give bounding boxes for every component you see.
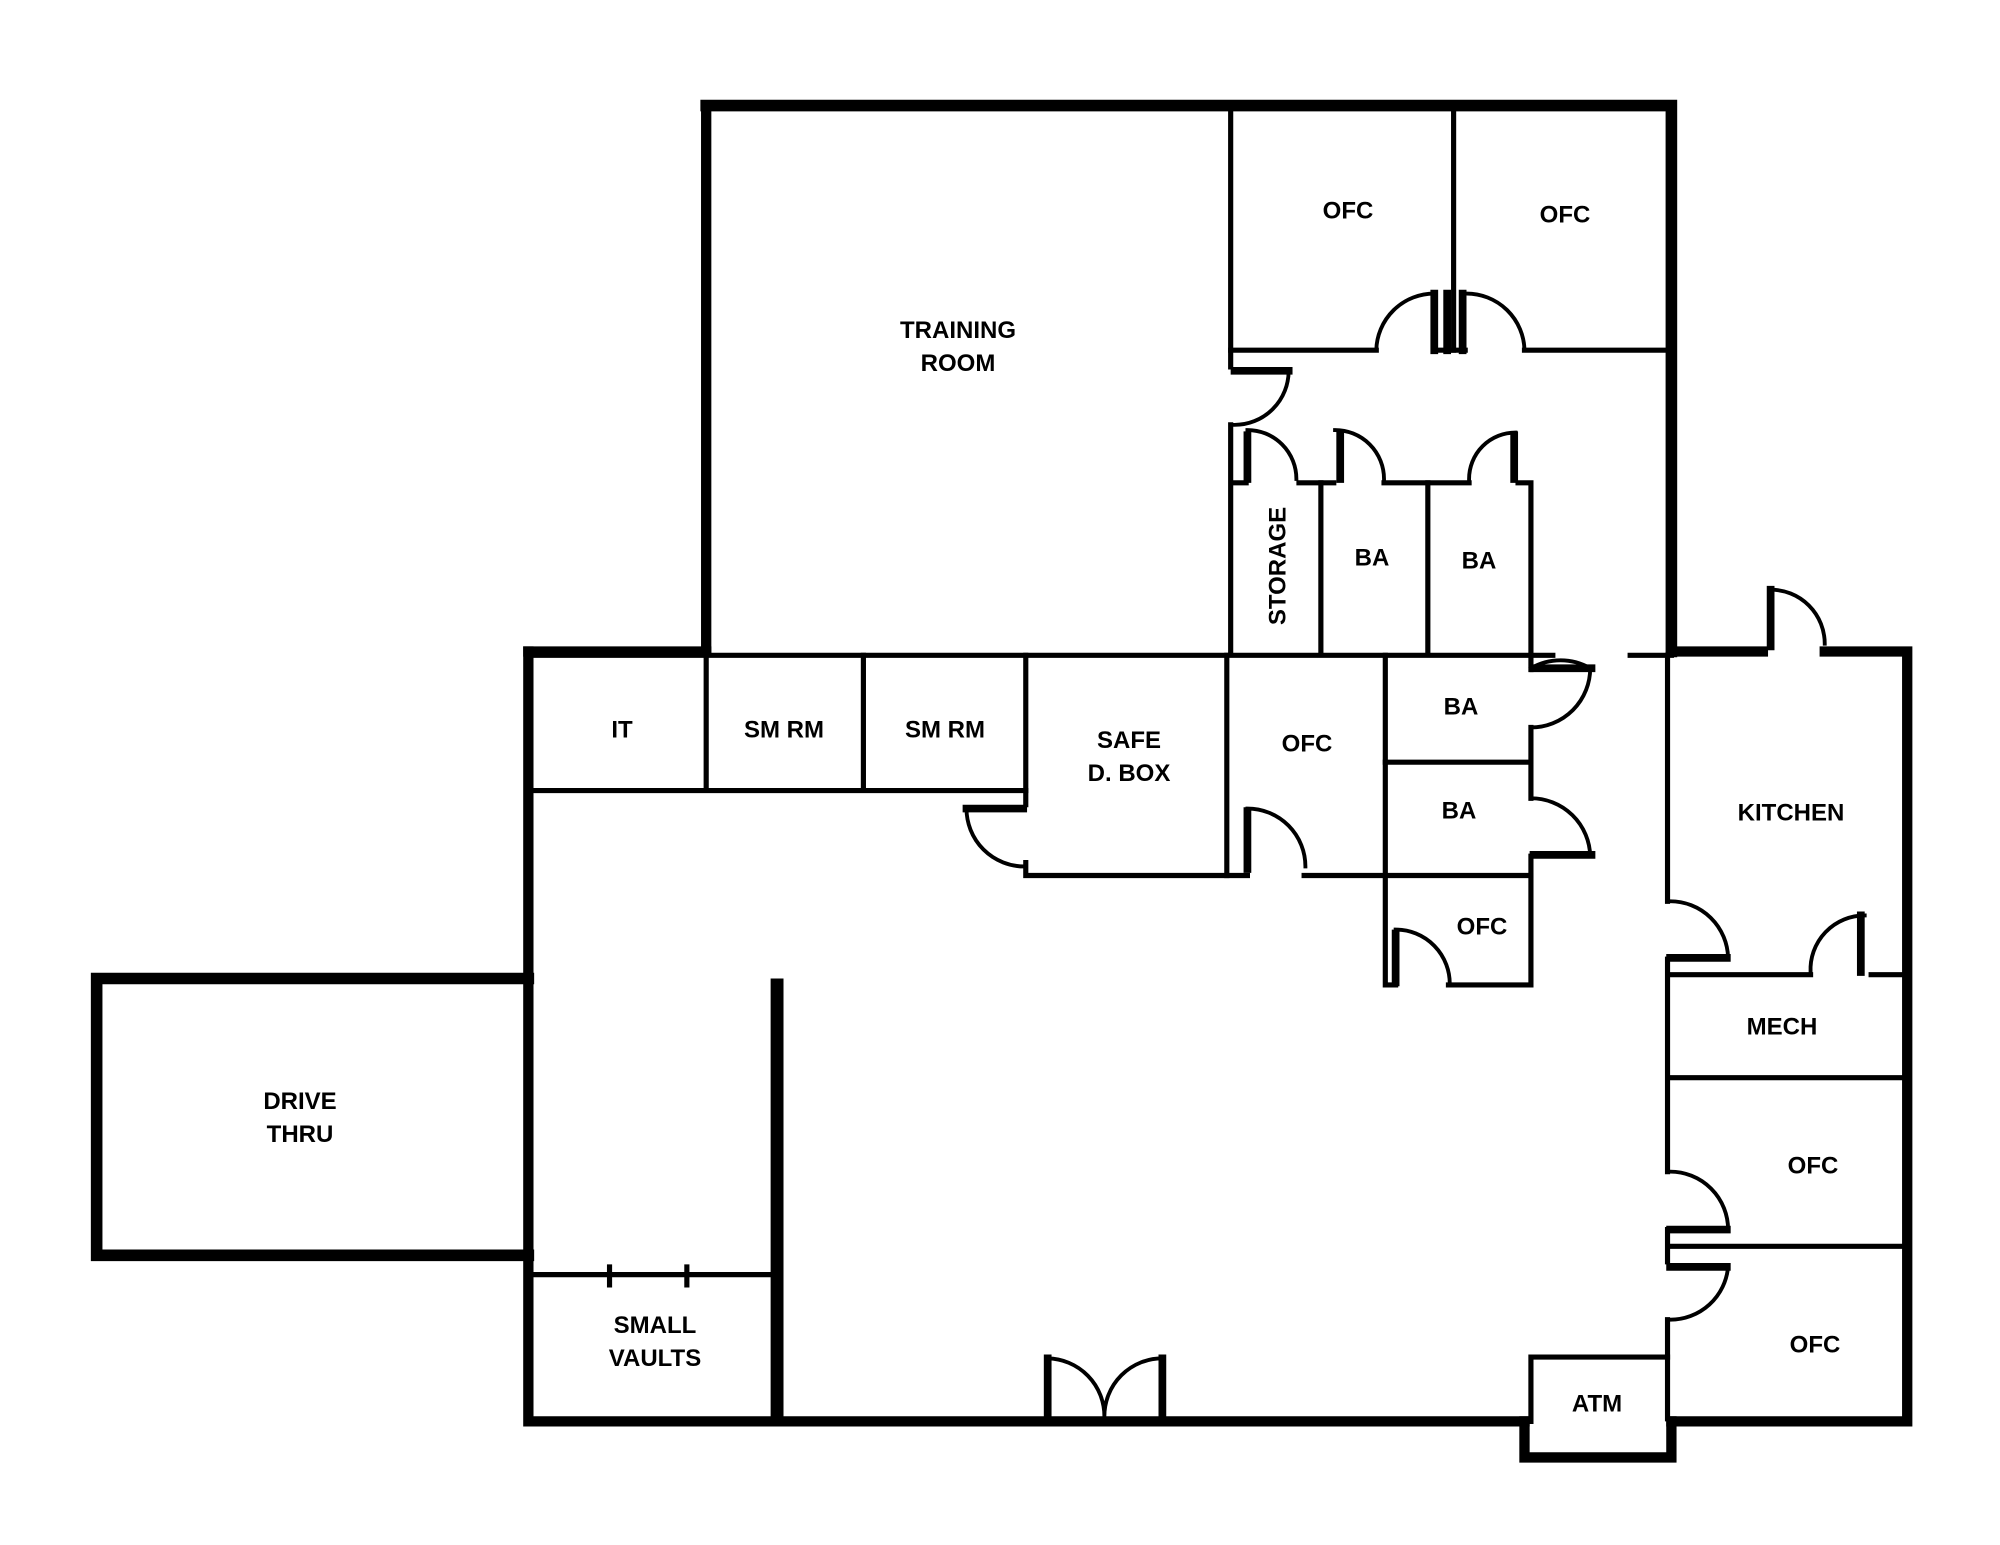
room-label-office: OFC: [1539, 201, 1591, 229]
room-label-office: OFC: [1281, 730, 1333, 758]
room-label-office: OFC: [1456, 913, 1508, 941]
room-label-office: OFC: [1789, 1331, 1841, 1359]
room-label-small-room: SM RM: [905, 716, 985, 744]
room-label-it: IT: [611, 716, 633, 744]
room-label-bath: BA: [1441, 797, 1477, 825]
room-label-safe-deposit: SAFE D. BOX: [1087, 727, 1171, 787]
room-label-drive-thru: DRIVE THRU: [263, 1088, 337, 1148]
room-label-office: OFC: [1787, 1152, 1839, 1180]
room-label-bath: BA: [1443, 693, 1479, 721]
room-label-kitchen: KITCHEN: [1737, 799, 1845, 827]
room-label-bath: BA: [1461, 547, 1497, 575]
room-label-training: TRAINING ROOM: [900, 317, 1016, 377]
room-label-small-vaults: SMALL VAULTS: [608, 1312, 702, 1372]
room-label-office: OFC: [1322, 197, 1374, 225]
room-label-bath: BA: [1354, 544, 1390, 572]
room-label-mech: MECH: [1746, 1013, 1818, 1041]
room-label-atm: ATM: [1571, 1390, 1623, 1418]
room-label-small-room: SM RM: [744, 716, 824, 744]
room-label-storage: STORAGE: [1264, 506, 1292, 626]
